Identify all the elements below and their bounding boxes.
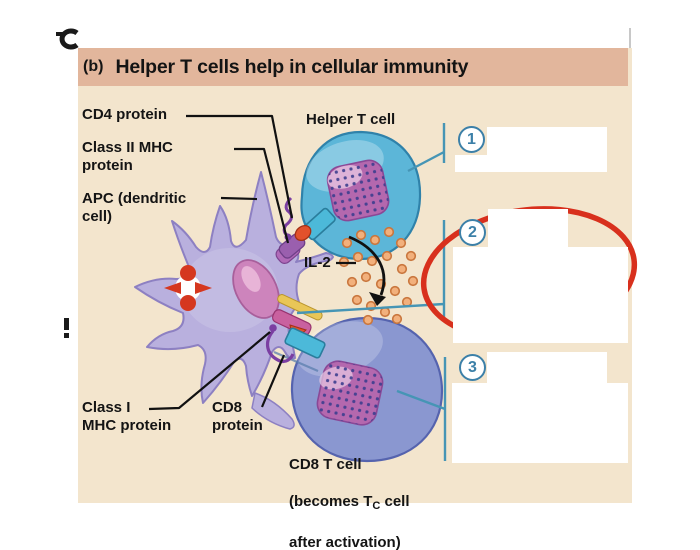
answer-box-3b[interactable] [452, 383, 628, 463]
label-cd4-protein: CD4 protein [82, 106, 168, 123]
cd8-caption-subscript: C [372, 499, 381, 512]
step-number-3: 3 [468, 358, 477, 376]
step-circle-3: 3 [459, 354, 486, 381]
label-class2-mhc-protein: Class II MHC protein [82, 139, 173, 174]
figure-title-banner: (b) Helper T cells help in cellular immu… [78, 48, 628, 86]
answer-box-2b[interactable] [453, 247, 628, 343]
figure-title: Helper T cells help in cellular immunity [115, 55, 469, 78]
cd8-caption-line1: CD8 T cell [289, 455, 362, 473]
label-class1-mhc-protein: Class I MHC protein [82, 399, 172, 434]
label-helper-t-cell: Helper T cell [306, 111, 396, 128]
screen-artifact-exclaim-dot [64, 333, 69, 338]
answer-box-3a[interactable] [487, 352, 607, 383]
cd8-caption-line2: (becomes T [289, 492, 373, 510]
answer-box-1a[interactable] [487, 127, 607, 158]
answer-box-1b[interactable] [455, 155, 607, 172]
label-apc-dendritic-cell: APC (dendritic cell) [82, 190, 187, 225]
step-number-1: 1 [467, 130, 476, 148]
cd8-caption-line3: after activation) [289, 533, 401, 550]
cd8-caption-line2-end: cell [380, 492, 410, 510]
answer-box-2a[interactable] [488, 209, 568, 247]
label-il2: IL-2 [304, 254, 331, 271]
label-cd8-protein: CD8 protein [212, 399, 263, 434]
step-number-2: 2 [468, 223, 477, 241]
label-cd8-t-cell-caption: CD8 T cell (becomes TC cell after activa… [289, 437, 410, 550]
step-circle-1: 1 [458, 126, 485, 153]
screen-artifact-exclaim [64, 318, 69, 330]
figure-part-letter: (b) [83, 58, 104, 75]
step-circle-2: 2 [459, 219, 486, 246]
